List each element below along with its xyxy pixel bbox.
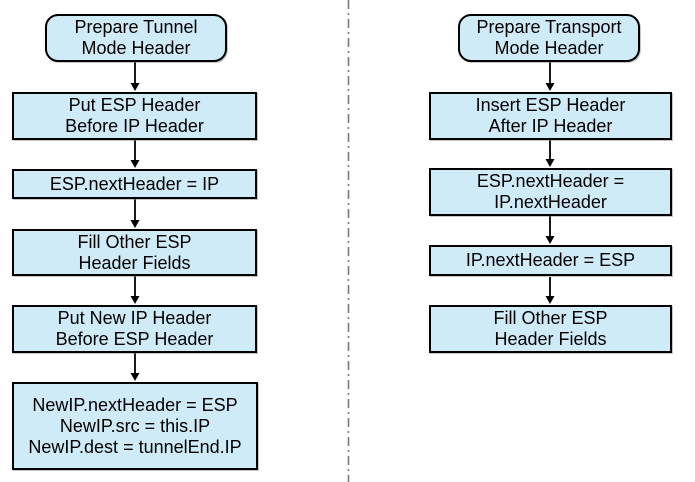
- node-prepare-tunnel-mode-header: Prepare Tunnel Mode Header: [45, 14, 227, 62]
- node-label: Insert ESP Header After IP Header: [475, 95, 626, 136]
- node-label: Fill Other ESP Header Fields: [493, 308, 608, 349]
- node-label: ESP.nextHeader = IP: [49, 173, 220, 194]
- arrow-down-icon: [545, 277, 555, 304]
- node-label: NewIP.nextHeader = ESP NewIP.src = this.…: [28, 394, 242, 457]
- arrow-down-icon: [545, 62, 555, 91]
- node-esp-nextheader-ip-nextheader: ESP.nextHeader = IP.nextHeader: [429, 168, 672, 216]
- node-insert-esp-header-after-ip-header: Insert ESP Header After IP Header: [429, 92, 672, 140]
- node-fill-other-esp-header-fields-tunnel: Fill Other ESP Header Fields: [12, 229, 257, 276]
- node-label: Prepare Transport Mode Header: [476, 17, 622, 58]
- arrow-down-icon: [130, 199, 140, 228]
- node-label: Prepare Tunnel Mode Header: [74, 17, 198, 58]
- node-label: IP.nextHeader = ESP: [465, 250, 636, 270]
- node-label: Fill Other ESP Header Fields: [77, 231, 192, 273]
- node-prepare-transport-mode-header: Prepare Transport Mode Header: [458, 14, 640, 62]
- arrow-down-icon: [130, 140, 140, 168]
- node-label: Put New IP Header Before ESP Header: [55, 308, 214, 349]
- node-newip-assignments: NewIP.nextHeader = ESP NewIP.src = this.…: [12, 382, 258, 470]
- node-ip-nextheader-esp: IP.nextHeader = ESP: [429, 245, 672, 276]
- node-label: ESP.nextHeader = IP.nextHeader: [476, 171, 625, 212]
- arrow-down-icon: [545, 140, 555, 167]
- arrow-down-icon: [130, 276, 140, 304]
- arrow-down-icon: [130, 62, 140, 91]
- node-put-esp-header-before-ip-header: Put ESP Header Before IP Header: [12, 92, 257, 140]
- node-esp-nextheader-ip: ESP.nextHeader = IP: [12, 169, 257, 199]
- node-label: Put ESP Header Before IP Header: [65, 95, 204, 136]
- node-put-new-ip-header-before-esp-header: Put New IP Header Before ESP Header: [12, 305, 257, 353]
- arrow-down-icon: [545, 216, 555, 244]
- node-fill-other-esp-header-fields-transport: Fill Other ESP Header Fields: [429, 305, 672, 353]
- arrow-down-icon: [130, 353, 140, 381]
